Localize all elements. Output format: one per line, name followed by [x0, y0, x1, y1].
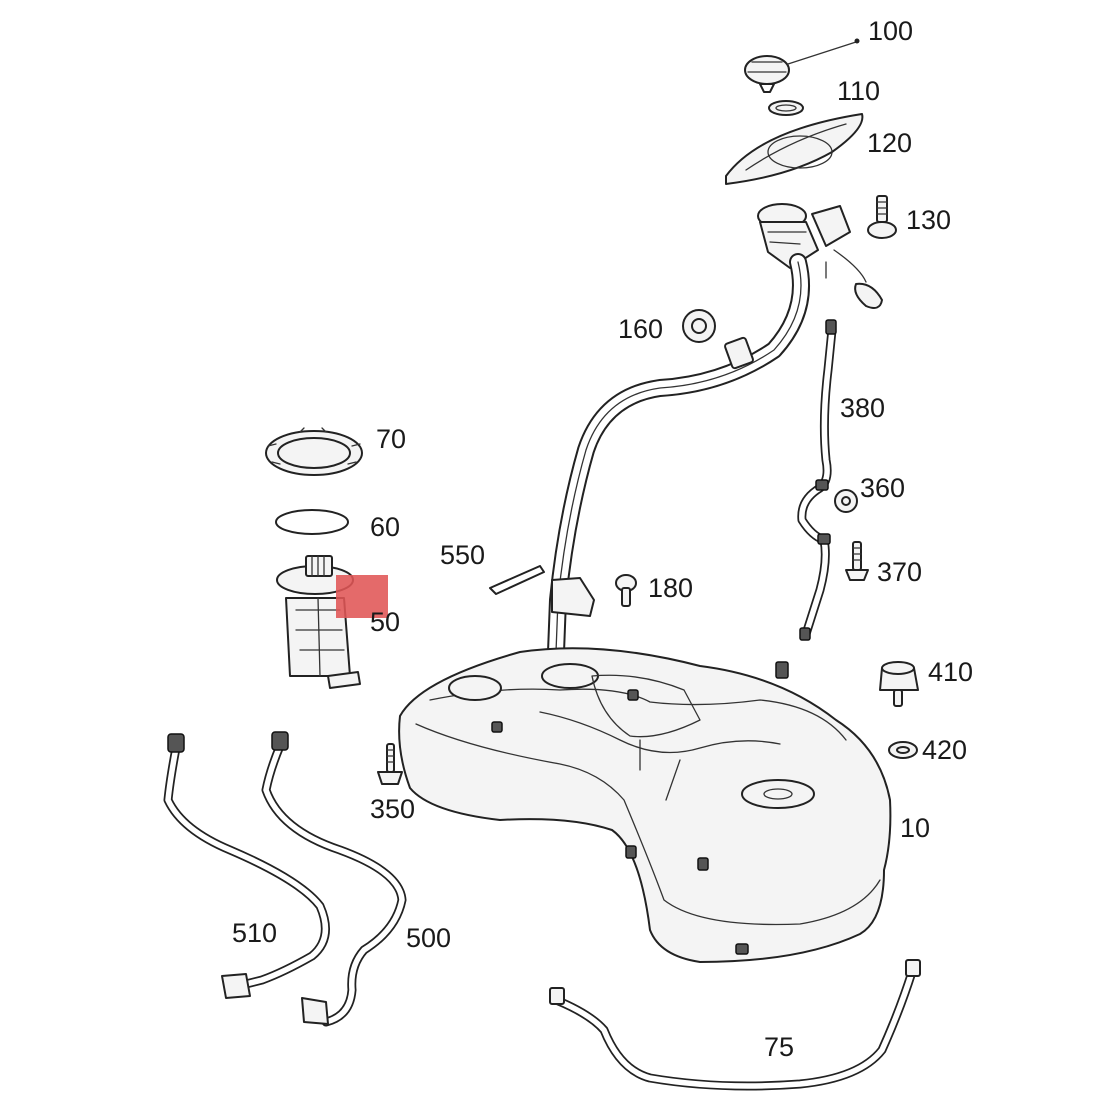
- callout-60: 60: [370, 512, 400, 542]
- filler-neck-head: [757, 203, 883, 309]
- part-550-clip[interactable]: [489, 565, 545, 595]
- callout-70: 70: [376, 424, 406, 454]
- callout-510: 510: [232, 918, 277, 948]
- part-510-fuel-line[interactable]: [163, 733, 330, 999]
- part-70-lock-ring[interactable]: [265, 427, 363, 476]
- part-120-filler-plate[interactable]: [725, 113, 864, 185]
- part-350-stud[interactable]: [377, 743, 403, 785]
- callout-550: 550: [440, 540, 485, 570]
- part-60-o-ring[interactable]: [275, 509, 349, 535]
- part-50-fuel-pump-module[interactable]: [276, 555, 388, 689]
- callout-120: 120: [867, 128, 912, 158]
- callout-180: 180: [648, 573, 693, 603]
- part-10-fuel-tank[interactable]: [398, 647, 892, 963]
- part-370-stud[interactable]: [845, 541, 869, 581]
- callout-350: 350: [370, 794, 415, 824]
- part-50-highlight-marker: [336, 575, 388, 618]
- part-130-bolt[interactable]: [867, 195, 897, 239]
- callout-160: 160: [618, 314, 663, 344]
- part-380-vent-line[interactable]: [797, 319, 837, 641]
- callout-370: 370: [877, 557, 922, 587]
- callout-380: 380: [840, 393, 885, 423]
- callout-10: 10: [900, 813, 930, 843]
- part-75-tank-strap[interactable]: [549, 959, 921, 1091]
- part-100-cap[interactable]: [744, 38, 860, 93]
- part-360-grommet[interactable]: [834, 489, 858, 513]
- callout-420: 420: [922, 735, 967, 765]
- filler-neck-tube: [547, 253, 810, 661]
- callout-360: 360: [860, 473, 905, 503]
- part-180-bolt[interactable]: [615, 574, 637, 607]
- callout-100: 100: [868, 16, 913, 46]
- callout-500: 500: [406, 923, 451, 953]
- part-410-valve[interactable]: [879, 661, 919, 707]
- callout-75: 75: [764, 1032, 794, 1062]
- part-420-grommet[interactable]: [888, 741, 918, 759]
- part-500-fuel-line[interactable]: [261, 731, 407, 1027]
- part-160-grommet[interactable]: [682, 309, 716, 343]
- callout-130: 130: [906, 205, 951, 235]
- callout-410: 410: [928, 657, 973, 687]
- callout-50: 50: [370, 607, 400, 637]
- callout-110: 110: [837, 76, 880, 106]
- part-110-seal-ring[interactable]: [768, 100, 804, 116]
